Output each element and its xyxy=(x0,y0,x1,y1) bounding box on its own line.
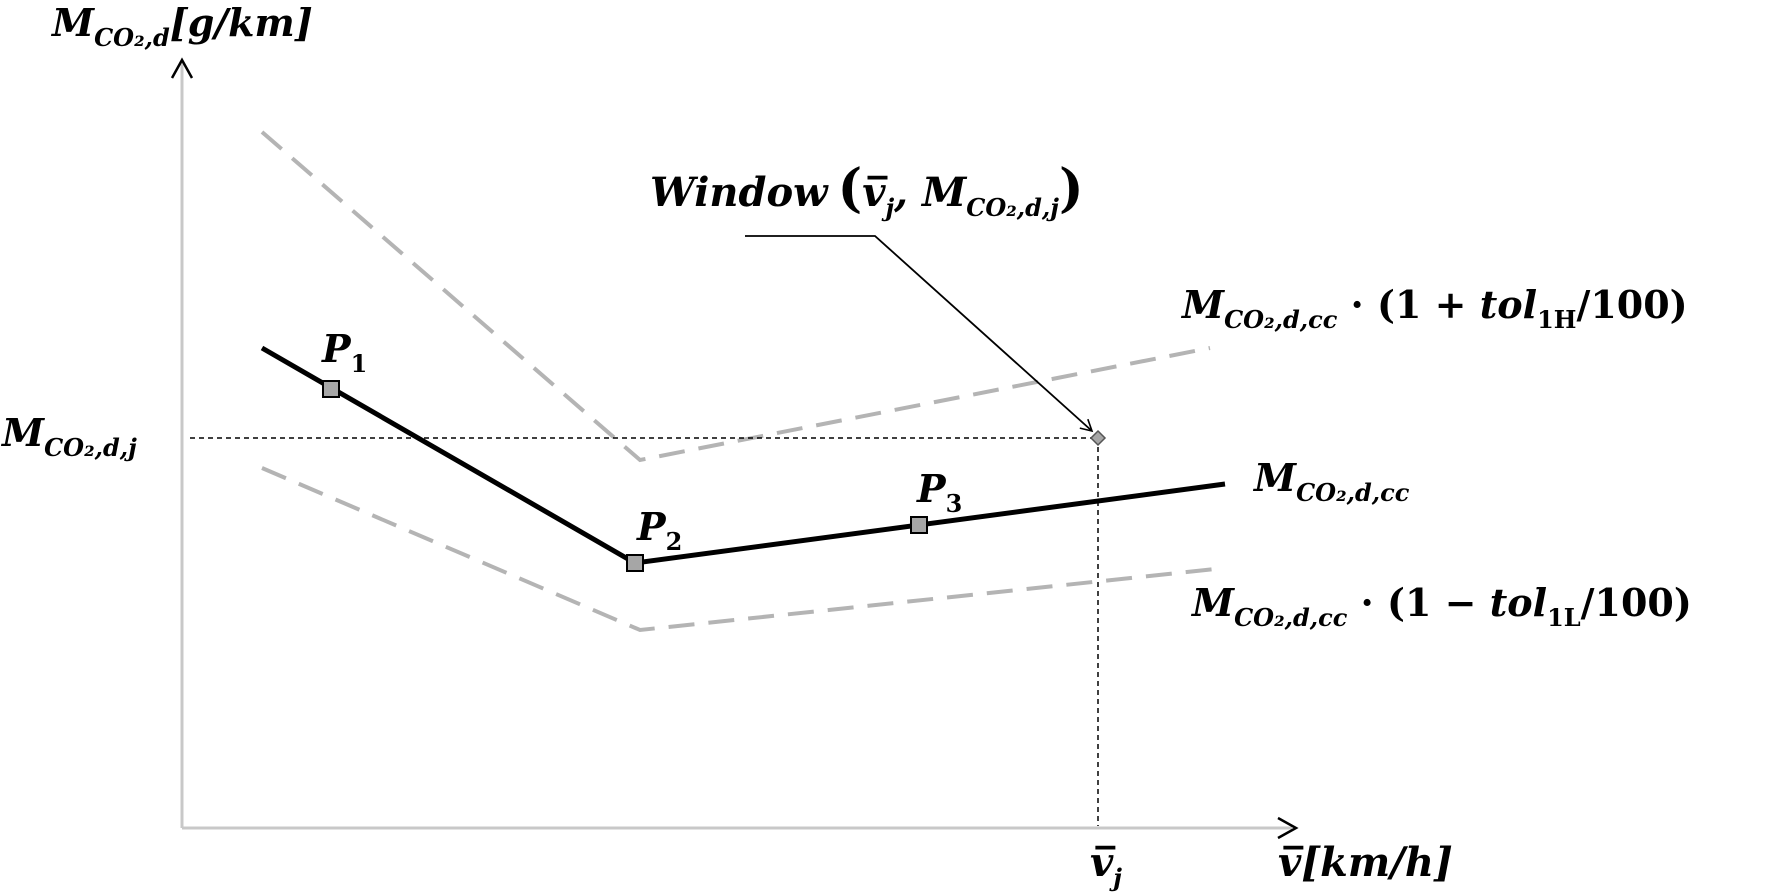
window-y-level-label: MCO₂,d,j xyxy=(0,410,137,462)
window-x-level-label: v̅j xyxy=(1090,839,1122,892)
lower-tolerance-label: MCO₂,d,cc · (1 − tol1L/100) xyxy=(1190,580,1692,632)
y-axis-label: MCO₂,d[g/km] xyxy=(50,0,313,52)
curve-label: MCO₂,d,cc xyxy=(1252,455,1410,507)
window-label: Window(v̅j, MCO₂,d,j) xyxy=(650,158,1084,222)
x-axis-label: v̅[km/h] xyxy=(1278,839,1453,886)
window-leader-line xyxy=(745,235,1094,433)
upper-tolerance-line xyxy=(260,130,1211,463)
point-p3-label: P3 xyxy=(916,466,962,518)
window-point-marker xyxy=(1089,429,1107,447)
upper-tolerance-label: MCO₂,d,cc · (1 + tol1H/100) xyxy=(1180,282,1688,334)
tolerance-band xyxy=(260,130,1226,633)
axes xyxy=(170,57,1299,840)
point-p1-label: P1 xyxy=(321,326,367,378)
lower-tolerance-line xyxy=(261,466,1226,633)
co2-characteristic-curve xyxy=(260,345,1226,566)
point-p2-marker xyxy=(626,554,644,572)
point-p3-marker xyxy=(910,516,928,534)
y-axis-arrow-icon xyxy=(170,57,194,79)
point-p1-marker xyxy=(322,380,340,398)
x-axis-arrow-icon xyxy=(1277,816,1299,840)
point-p2-label: P2 xyxy=(636,504,682,556)
